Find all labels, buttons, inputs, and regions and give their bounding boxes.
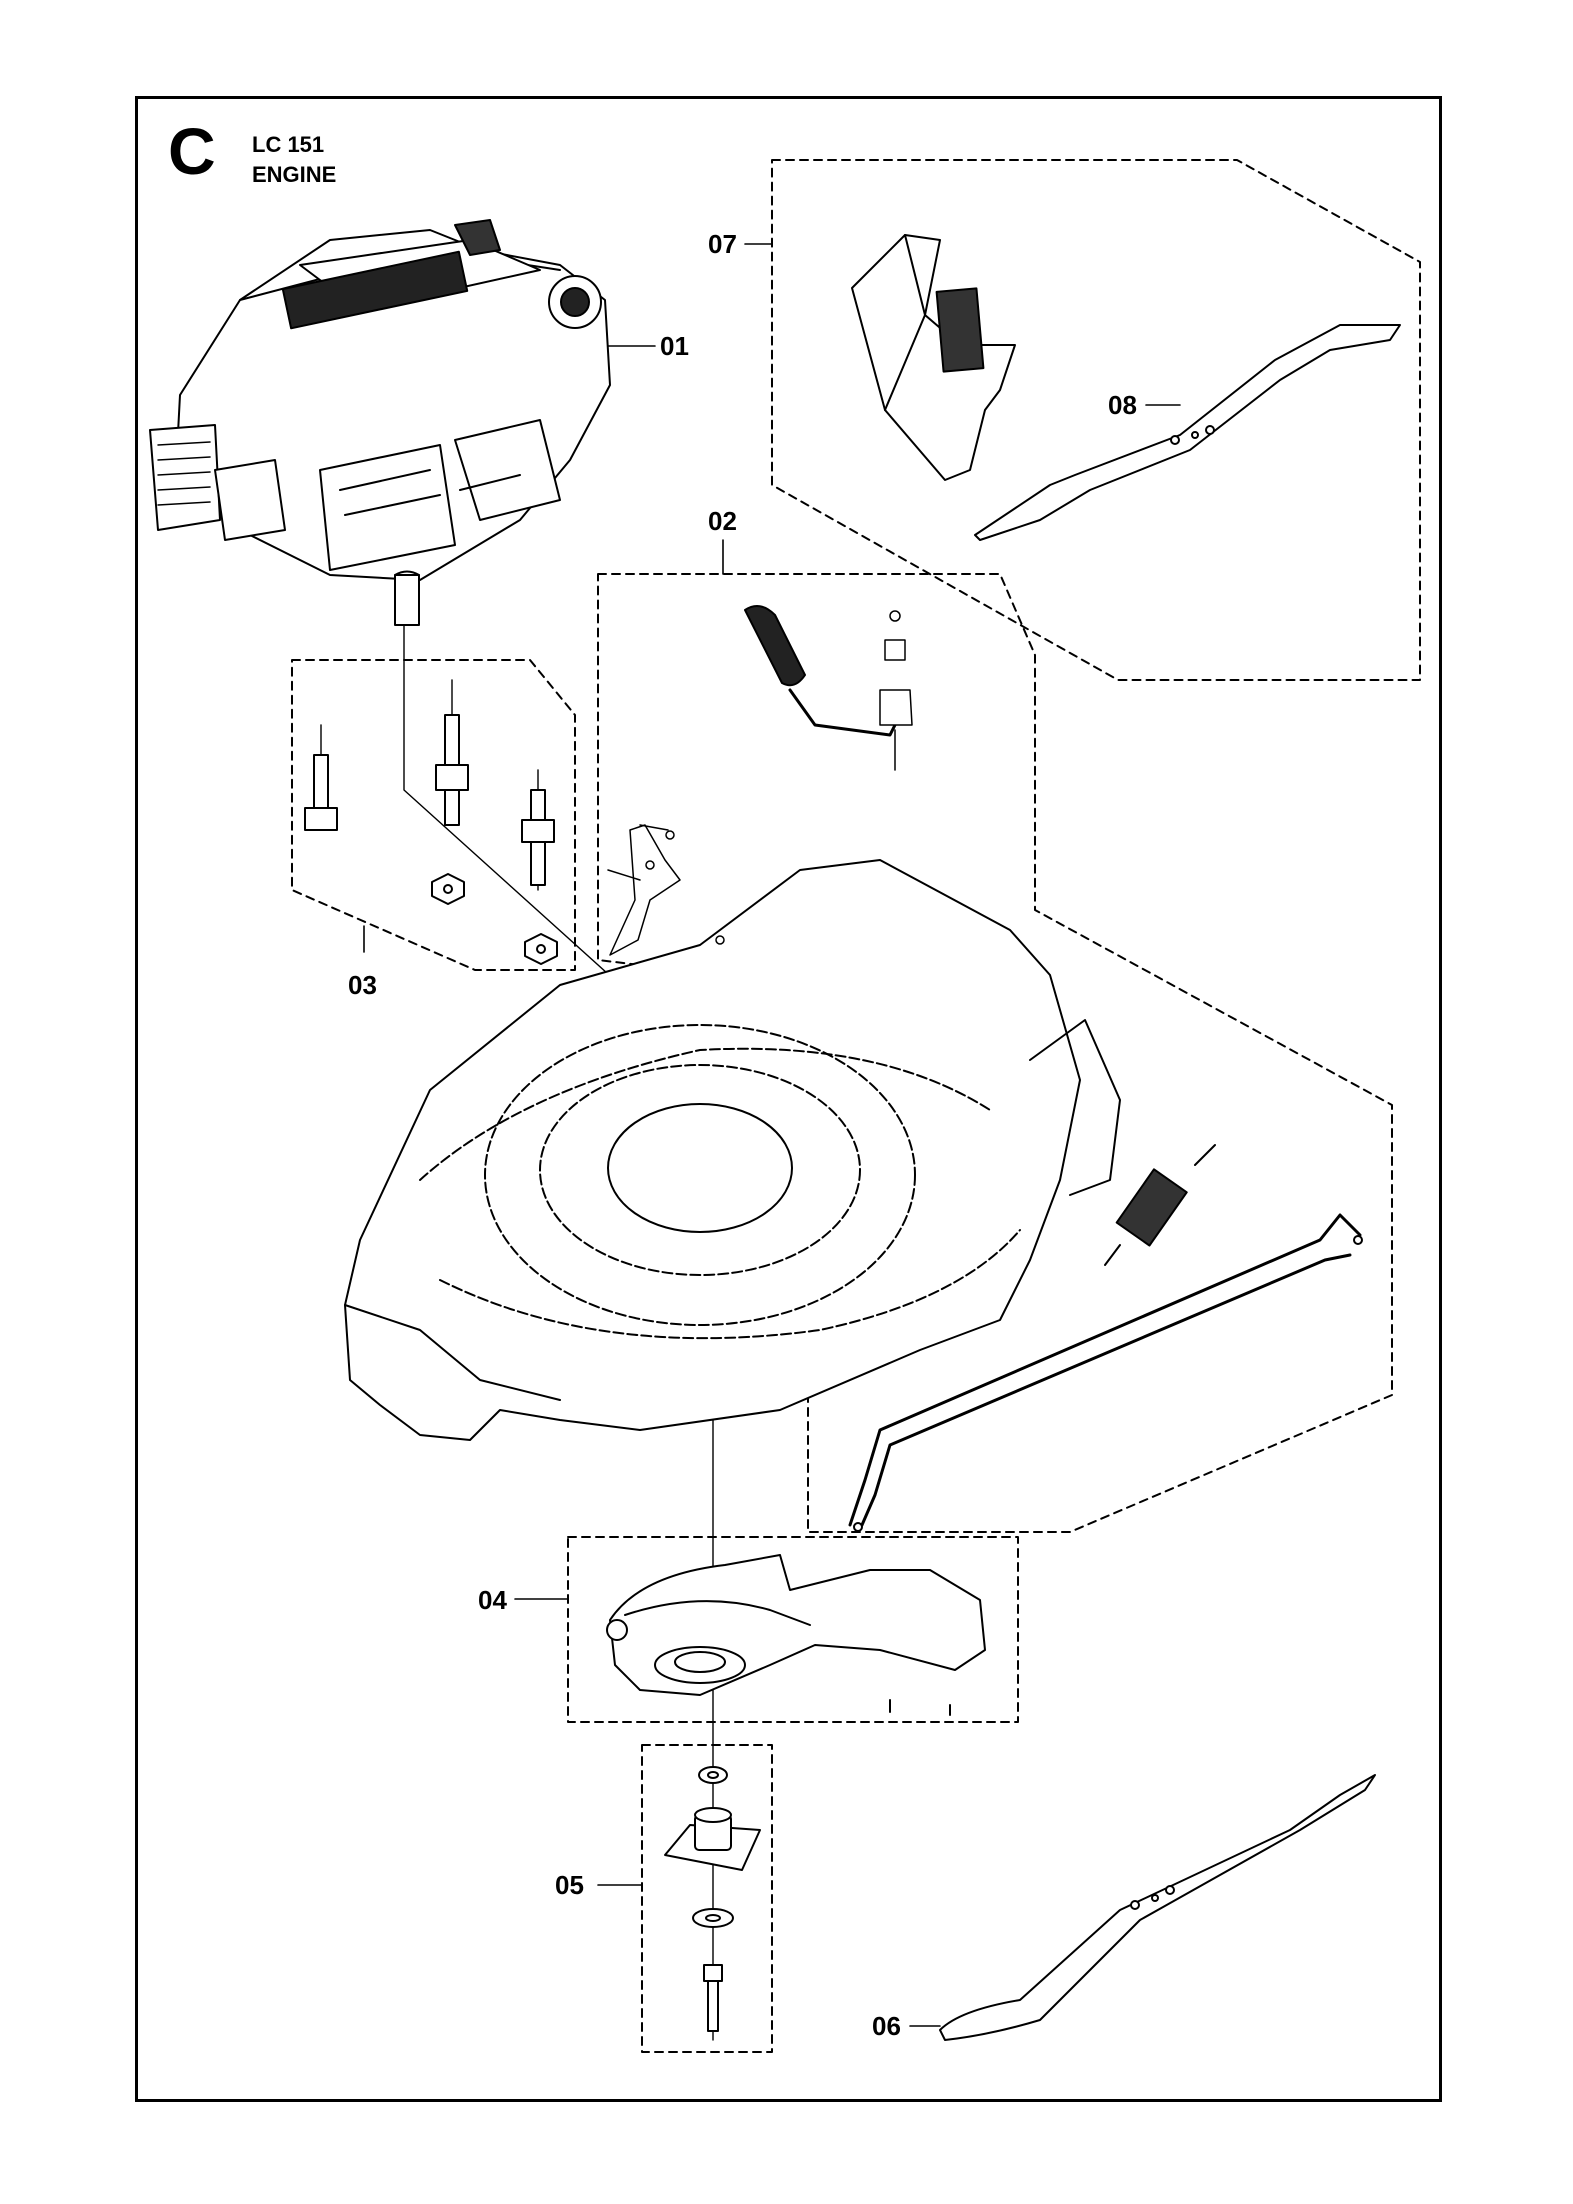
callout-04: 04 [478, 1585, 507, 1615]
diagram-title: LC 151 ENGINE [252, 130, 336, 190]
callout-07: 07 [708, 229, 737, 259]
studs-and-nuts [304, 679, 558, 965]
engine-illustration [149, 219, 611, 626]
group-02-outline [597, 573, 1393, 1533]
callout-03: 03 [348, 970, 377, 1000]
drawing-frame [135, 96, 1442, 2102]
callout-06: 06 [872, 2011, 901, 2041]
model-name: LC 151 [252, 132, 325, 157]
section-letter: C [168, 114, 216, 188]
callout-02: 02 [708, 506, 737, 536]
group-05-outline [641, 1744, 773, 2053]
blade-06-illustration [939, 1774, 1376, 2041]
group-07-outline [771, 159, 1421, 681]
group-03-outline [291, 659, 576, 971]
group-name: ENGINE [252, 162, 337, 187]
callout-01: 01 [660, 331, 689, 361]
blade-adapter-illustration [664, 1766, 761, 2032]
callout-08: 08 [1108, 390, 1137, 420]
deck-illustration [344, 605, 1363, 1532]
group-outlines [291, 159, 1421, 2053]
group-04-outline [567, 1536, 1019, 1723]
mulch-plug-illustration [851, 234, 1016, 481]
callout-05: 05 [555, 1870, 584, 1900]
leader-lines [363, 243, 1181, 2027]
blade-08-illustration [974, 324, 1401, 541]
blade-housing-illustration [606, 1554, 986, 1716]
